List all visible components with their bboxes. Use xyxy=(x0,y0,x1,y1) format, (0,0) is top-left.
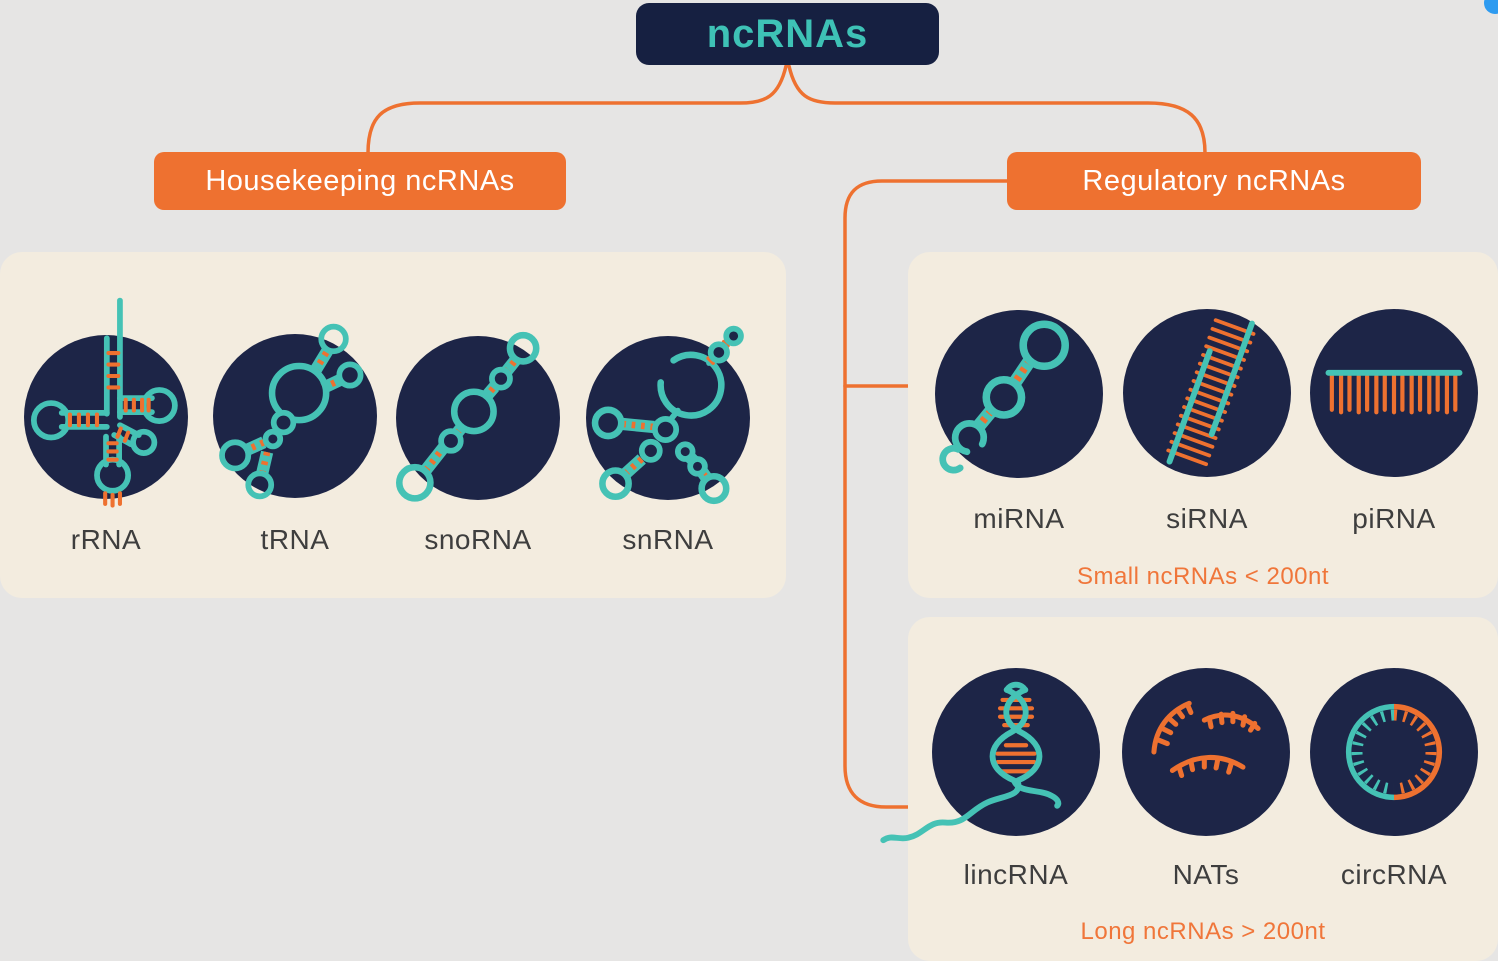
branch-node-regulatory: Regulatory ncRNAs xyxy=(1007,152,1421,210)
item-label-sirna: siRNA xyxy=(1166,503,1248,534)
trna-item-circle xyxy=(213,323,377,500)
lincrna-item-circle xyxy=(880,668,1100,844)
trna-structure-icon xyxy=(219,323,364,500)
item-label-mirna: miRNA xyxy=(973,503,1065,534)
item-label-rrna: rRNA xyxy=(70,524,142,555)
item-label-pirna: piRNA xyxy=(1352,503,1436,534)
snorna-item-circle xyxy=(396,331,560,502)
mirna-item-circle xyxy=(935,310,1103,478)
lincrna-structure-icon xyxy=(880,681,1062,844)
item-label-nats: NATs xyxy=(1172,859,1240,890)
circrna-structure-icon xyxy=(1345,703,1443,801)
branch-label: Regulatory ncRNAs xyxy=(1082,164,1346,197)
rrna-structure-icon xyxy=(30,297,178,508)
connector-root-to-regulatory xyxy=(787,64,1207,155)
item-label-snrna: snRNA xyxy=(622,524,714,555)
caption-small-ncrnas: Small ncRNAs < 200nt xyxy=(1076,563,1330,590)
sirna-item-circle xyxy=(1123,309,1291,477)
snrna-item-circle xyxy=(586,325,750,505)
item-label-trna: tRNA xyxy=(260,524,330,555)
caption-long-ncrnas: Long ncRNAs > 200nt xyxy=(1080,918,1326,945)
item-label-snorna: snoRNA xyxy=(424,524,532,555)
root-node-ncrnas: ncRNAs xyxy=(636,3,939,65)
pirna-item-circle xyxy=(1310,309,1478,477)
root-title: ncRNAs xyxy=(706,11,869,56)
rrna-item-circle xyxy=(24,297,188,508)
mirna-structure-icon xyxy=(939,320,1069,474)
sirna-structure-icon xyxy=(1166,318,1256,467)
item-label-lincrna: lincRNA xyxy=(963,859,1069,890)
snorna-structure-icon xyxy=(396,331,540,502)
nats-structure-icon xyxy=(1151,700,1261,779)
nats-item-circle xyxy=(1122,668,1290,836)
connector-root-to-housekeeping xyxy=(366,64,788,155)
snrna-structure-icon xyxy=(591,325,744,505)
blue-dot xyxy=(1484,0,1498,14)
item-label-circrna: circRNA xyxy=(1340,859,1448,890)
pirna-structure-icon xyxy=(1325,369,1463,415)
circrna-item-circle xyxy=(1310,668,1478,836)
branch-label: Housekeeping ncRNAs xyxy=(205,164,515,197)
branch-node-housekeeping: Housekeeping ncRNAs xyxy=(154,152,566,210)
